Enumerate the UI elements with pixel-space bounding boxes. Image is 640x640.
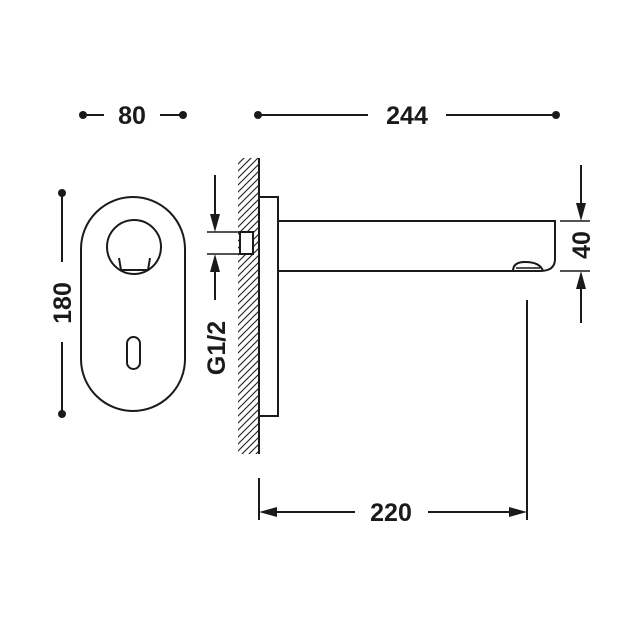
hatch-line bbox=[238, 337, 260, 361]
dimension-overall-length: 244 bbox=[254, 102, 560, 130]
aerator bbox=[512, 260, 544, 272]
hatch-line bbox=[238, 393, 260, 417]
hatch-line bbox=[238, 260, 260, 284]
dimension-width-label: 80 bbox=[118, 102, 146, 130]
plate-profile bbox=[258, 196, 279, 417]
hatch-line bbox=[238, 309, 260, 333]
hatch-line bbox=[238, 162, 260, 186]
dimension-overall-length-label: 244 bbox=[386, 102, 428, 130]
mixer-knob bbox=[106, 219, 162, 275]
hatch-line bbox=[236, 455, 262, 481]
hatch-line bbox=[238, 288, 260, 312]
hatch-line bbox=[238, 158, 245, 165]
front-view bbox=[80, 196, 186, 412]
hatch-line bbox=[238, 407, 260, 431]
hatch-line bbox=[238, 379, 260, 403]
hatch-line bbox=[238, 330, 260, 354]
hatch-line bbox=[238, 372, 260, 396]
hatch-line bbox=[238, 246, 260, 270]
cover-plate bbox=[80, 196, 186, 412]
hatch-line bbox=[238, 316, 260, 340]
hatch-line bbox=[238, 158, 259, 179]
hatch-line bbox=[238, 176, 260, 200]
hatch-line bbox=[238, 358, 260, 382]
hatch-line bbox=[255, 449, 260, 454]
hatch-line bbox=[238, 204, 260, 228]
hatch-line bbox=[238, 274, 260, 298]
hatch-line bbox=[238, 400, 260, 424]
wall-connector bbox=[239, 231, 254, 255]
hatch-line bbox=[238, 158, 252, 172]
hatch-line bbox=[248, 442, 260, 454]
sensor-window bbox=[126, 336, 141, 370]
dimension-spout-projection-label: 220 bbox=[370, 499, 412, 527]
dimension-spout-height: 40 bbox=[560, 165, 596, 323]
hatch-line bbox=[238, 323, 260, 347]
hatch-line bbox=[238, 253, 260, 277]
hatch-line bbox=[238, 414, 260, 438]
hatch-line bbox=[238, 365, 260, 389]
dimension-width: 80 bbox=[79, 102, 187, 130]
hatch-line bbox=[238, 295, 260, 319]
dimension-height: 180 bbox=[49, 189, 77, 418]
dimension-spout-height-label: 40 bbox=[568, 231, 596, 259]
hatch-line bbox=[238, 421, 260, 445]
hatch-line bbox=[238, 351, 260, 375]
knob-base bbox=[118, 257, 151, 271]
spout bbox=[278, 220, 556, 272]
dimension-thread: G1/2 bbox=[203, 175, 240, 375]
hatch-line bbox=[238, 281, 260, 305]
hatch-line bbox=[238, 302, 260, 326]
hatch-line bbox=[238, 190, 260, 214]
side-view bbox=[239, 196, 556, 417]
dimension-spout-projection: 220 bbox=[258, 300, 528, 527]
hatch-line bbox=[238, 267, 260, 291]
hatch-line bbox=[238, 197, 260, 221]
hatch-line bbox=[238, 183, 260, 207]
hatch-line bbox=[238, 428, 260, 452]
dimension-thread-label: G1/2 bbox=[203, 321, 231, 375]
hatch-line bbox=[238, 344, 260, 368]
hatch-line bbox=[241, 435, 260, 454]
dimension-height-label: 180 bbox=[49, 282, 77, 324]
hatch-line bbox=[238, 169, 260, 193]
hatch-line bbox=[238, 386, 260, 410]
